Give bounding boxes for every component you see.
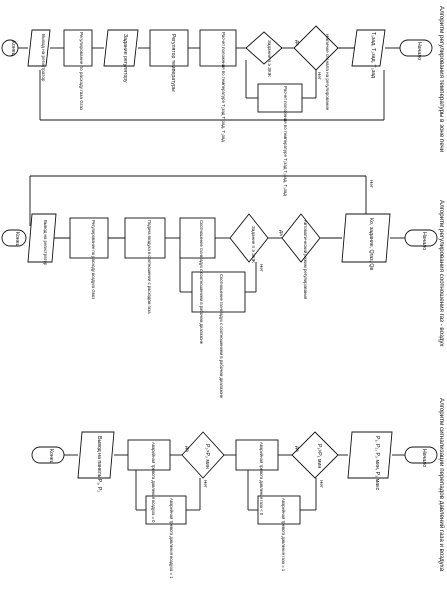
f2-output-label: Вывод на регистратор — [43, 220, 48, 266]
flowchart-1 — [1, 25, 433, 113]
f2-cond1-yes: Да — [279, 230, 284, 236]
f3-cond2-yes: Да — [185, 446, 190, 452]
f1-output-block — [27, 29, 51, 67]
f3-cond1-yes: Да — [295, 446, 300, 452]
f2-process-air — [124, 217, 166, 259]
f3-proc1-label: Аварийная тревога давления газа < 0 — [259, 442, 264, 516]
f2-proc-b-label: Соотношение газ-воздух с соотношением в … — [219, 274, 224, 399]
title-flow-3: Алгоритм сигнализации перепадов давлений… — [438, 398, 445, 572]
f1-proc2-label: Задание регулятору — [122, 34, 128, 83]
f3-decision-air — [181, 431, 225, 479]
f2-process-air-flow — [69, 217, 109, 259]
f1-calc-a-label: Расчет положения по температуре T₁зад Т₂… — [221, 32, 226, 142]
f1-process-regulator — [149, 29, 189, 67]
f3-input-block — [347, 431, 393, 479]
f2-end-terminal — [1, 229, 27, 247]
f3-alarm-air-0 — [127, 439, 171, 471]
f3-end-terminal — [31, 446, 65, 464]
f2-proc2-label: Регулирование по расходу воздуха Gвоз — [91, 220, 96, 299]
f1-proc3-label: Регулирование по расходу газа Gгаз — [79, 32, 84, 110]
flowchart-2 — [1, 213, 438, 313]
f1-calc-block-b — [257, 83, 303, 113]
f3-input-label: P₁, P₂, P₃ мин, P₃ макс — [374, 436, 380, 490]
f2-cond1-no: Нет — [369, 180, 374, 189]
f3-output-block — [77, 431, 115, 479]
f2-start-terminal — [404, 229, 438, 247]
f3-cond2-label: P₂>P₂ мин — [204, 444, 210, 469]
f1-input-block — [351, 29, 386, 67]
f1-start-label: Начало — [416, 42, 422, 60]
f2-input-block — [341, 213, 391, 263]
f2-start-label: Начало — [421, 232, 427, 250]
f3-start-label: Начало — [421, 449, 427, 467]
title-flow-1: Алгоритм регулирования температуры в зон… — [438, 6, 445, 153]
f3-cond1-label: P₁>P₁ мин — [316, 444, 322, 468]
f1-decision-signal — [293, 25, 339, 71]
f3-alarm-air-1 — [145, 495, 187, 525]
f2-process-a — [179, 217, 216, 259]
f2-decision-setpoint — [229, 213, 269, 263]
f2-process-b — [191, 271, 246, 313]
f1-cond1-label: Наличие сигнала на регулирование — [325, 34, 330, 111]
f2-output-block — [27, 213, 57, 263]
f1-proc1-label: Регулятор температуры — [170, 34, 176, 92]
f2-proc-a-label: Соотношение газ-воздух с соотношением в … — [199, 220, 204, 345]
f2-decision-auto — [281, 213, 321, 263]
f1-input-label: T₁зад, T₂зад, T₃зад — [370, 32, 376, 78]
f1-process-setpoint — [103, 29, 139, 67]
f3-proc2b-label: Аварийная тревога давления воздуха = 1 — [169, 498, 174, 579]
f1-end-label: Конец — [10, 41, 16, 56]
f2-input-label: Ко, задание, Qгаз, Qв — [368, 218, 374, 270]
f1-end-terminal — [1, 39, 19, 57]
f1-calc-block-a — [199, 29, 237, 67]
f1-start-terminal — [399, 39, 433, 57]
f1-cond1-yes: Да — [295, 40, 300, 46]
f3-output-label: Вывод на панель P₁, P₂ — [96, 436, 102, 492]
f1-decision-setpoint — [245, 31, 283, 65]
f2-proc1-label: Подача воздуха в соотношении с расходом … — [147, 220, 152, 314]
f2-cond2-no: Нет — [259, 264, 264, 273]
f3-decision-gas — [291, 431, 339, 479]
f3-start-terminal — [404, 446, 438, 464]
f3-alarm-gas-0 — [235, 439, 279, 471]
flowchart-3 — [31, 431, 438, 525]
title-flow-2: Алгоритм регулирования соотношения газ -… — [438, 200, 445, 347]
f1-output-label: Вывод на регистратор — [41, 34, 46, 82]
f3-cond2-no: Нет — [203, 480, 208, 489]
f1-process-gas-flow — [63, 29, 93, 67]
f2-end-label: Конец — [14, 232, 20, 247]
f1-cond2-label: Задание n ≥ ЗКЖ — [267, 40, 272, 78]
f3-end-label: Конец — [48, 449, 54, 464]
f3-proc2-label: Аварийная тревога давления воздуха = 0 — [151, 442, 156, 523]
f2-cond1-label: Автоматический режим регулирования — [303, 220, 308, 300]
f1-calc-b-label: Расчет положения по температуре T₁зад Т₂… — [283, 86, 288, 196]
f1-cond1-no: Нет — [317, 72, 322, 81]
f3-cond1-no: Нет — [319, 480, 324, 489]
f3-alarm-gas-1 — [257, 495, 301, 525]
f2-cond2-label: Задание n ≥ ЗКЖ — [251, 226, 256, 264]
f3-proc1b-label: Аварийная тревога давления газа = 1 — [281, 498, 286, 572]
